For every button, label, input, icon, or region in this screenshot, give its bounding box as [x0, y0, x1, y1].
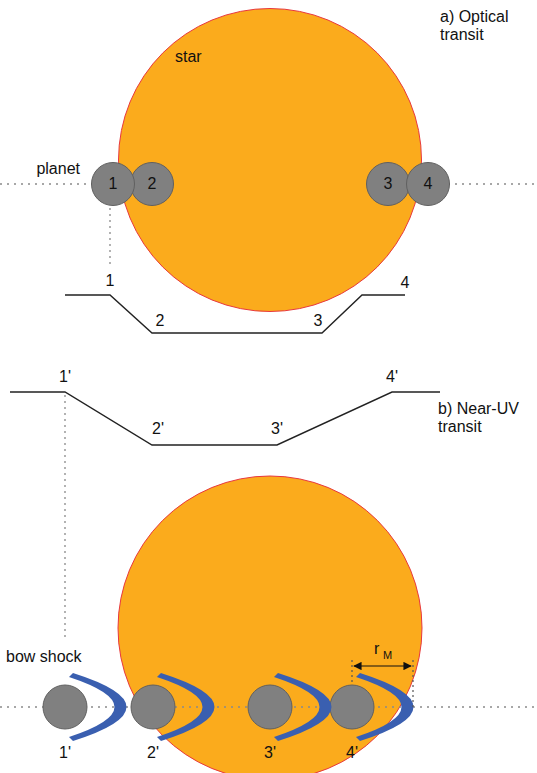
- planet-disc: [367, 163, 410, 206]
- panel-title: b) Near-UV transit: [438, 400, 533, 437]
- dimension-tick: [351, 660, 352, 684]
- bow-shock-label: bow shock: [6, 648, 82, 666]
- leader-line: [109, 208, 110, 266]
- contact-number: 1: [106, 272, 115, 290]
- planet-disc: 1: [91, 162, 135, 206]
- contact-number: 4: [401, 274, 410, 292]
- planet-disc: [43, 685, 87, 729]
- contact-number: 2: [156, 312, 165, 330]
- planet-disc: [92, 163, 135, 206]
- planet-number: 3: [384, 175, 393, 193]
- bow-shock: [69, 673, 127, 741]
- leader-line: [64, 395, 65, 640]
- dimension-arrow: [354, 665, 411, 666]
- contact-number: 4': [346, 744, 358, 762]
- dimension-tick: [412, 660, 413, 707]
- star-disc: star 2 3: [118, 8, 422, 312]
- planet-number: 4: [424, 175, 433, 193]
- contact-number: 2': [147, 744, 159, 762]
- planet-disc: 3: [366, 162, 410, 206]
- star-disc: [119, 9, 422, 312]
- planet-disc: [131, 163, 174, 206]
- planet-disc: [407, 163, 450, 206]
- bow-shock: [157, 673, 215, 741]
- panel-title: a) Optical transit: [440, 8, 532, 45]
- bow-shock: [274, 673, 332, 741]
- star-outline: [118, 8, 422, 312]
- star-label: star: [175, 48, 202, 66]
- dimension-subscript: M: [383, 649, 392, 662]
- planet-disc: 2: [130, 162, 174, 206]
- planet-disc: [248, 685, 292, 729]
- contact-number: 3': [264, 744, 276, 762]
- contact-number: 1': [59, 744, 71, 762]
- planet-label: planet: [36, 160, 80, 178]
- planet-number: 1: [109, 175, 118, 193]
- planet-disc: 4: [406, 162, 450, 206]
- planet-number: 2: [148, 175, 157, 193]
- bow-shock: [356, 673, 414, 741]
- contact-number: 4': [386, 368, 398, 386]
- contact-number: 2': [152, 420, 164, 438]
- dimension-label: r: [374, 640, 379, 658]
- star-disc: [118, 476, 422, 773]
- contact-number: 1': [59, 368, 71, 386]
- light-curve: [10, 392, 440, 445]
- contact-number: 3: [314, 312, 323, 330]
- contact-number: 3': [271, 420, 283, 438]
- planet-disc: [131, 685, 175, 729]
- planet-disc: [330, 685, 374, 729]
